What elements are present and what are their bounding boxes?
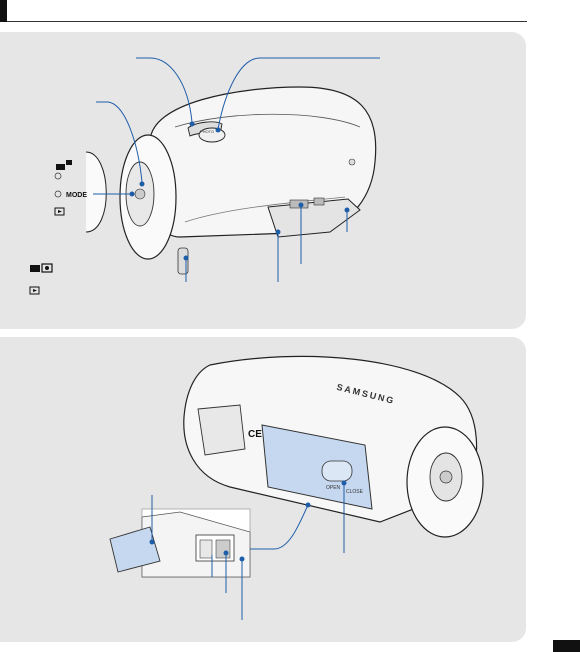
page-tab bbox=[553, 640, 580, 652]
photo-button-label: PHOTO bbox=[200, 129, 215, 134]
top-illustration-panel: MODE PHOTO bbox=[0, 32, 526, 329]
mode-button-label: MODE bbox=[66, 192, 87, 199]
camera-bottom-view-illustration bbox=[109, 355, 484, 620]
header-divider bbox=[7, 21, 527, 22]
open-label: OPEN bbox=[326, 485, 341, 491]
ce-mark: CE bbox=[248, 429, 262, 440]
camera-side-view-illustration bbox=[29, 57, 380, 295]
bottom-illustration-panel: SAMSUNG CE OPEN CLOSE bbox=[0, 337, 526, 642]
section-marker bbox=[0, 0, 7, 22]
close-label: CLOSE bbox=[346, 489, 363, 495]
